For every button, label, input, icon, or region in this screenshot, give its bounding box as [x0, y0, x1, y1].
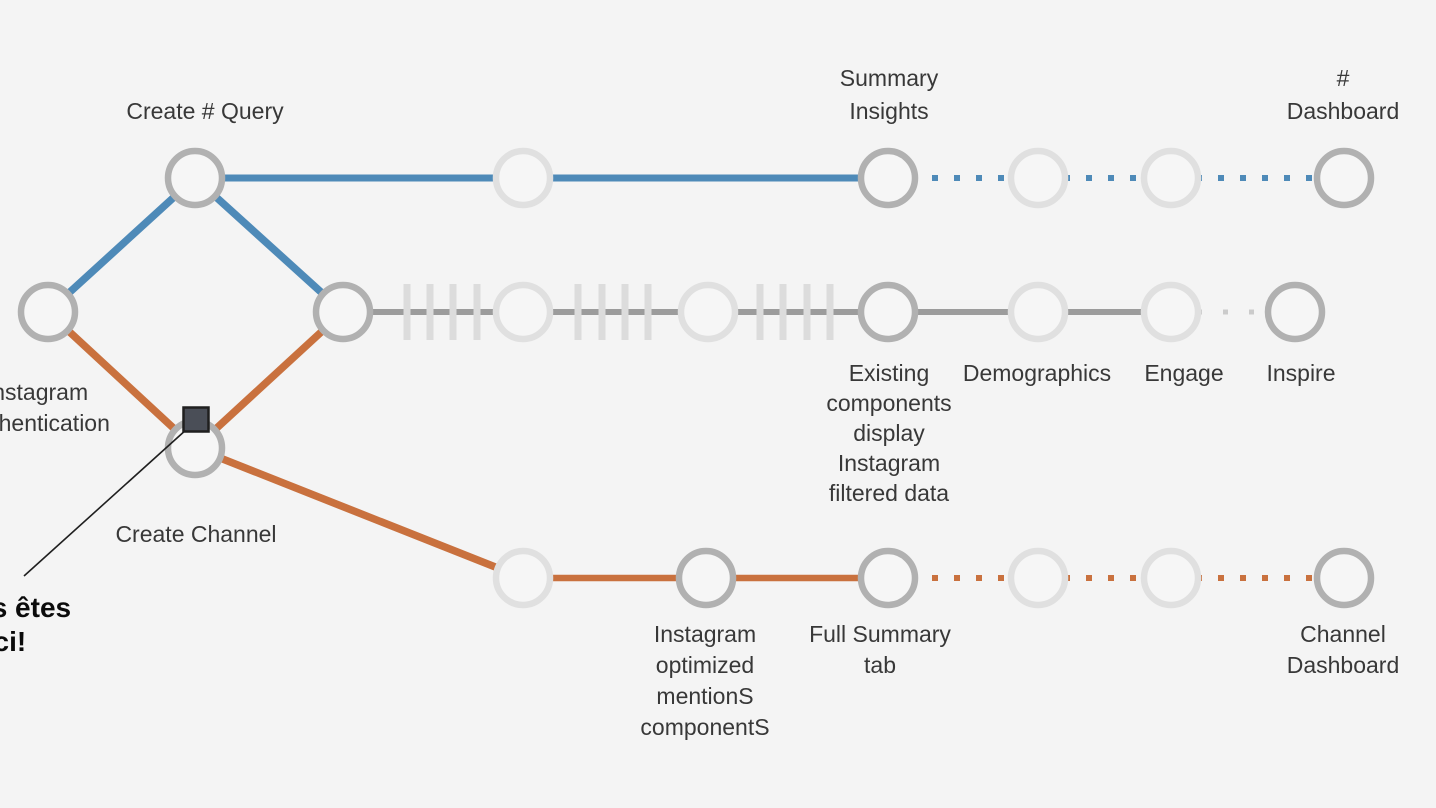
label-channel-dashboard: Channel Dashboard: [1286, 621, 1400, 678]
node-create-hash-query[interactable]: [164, 147, 226, 209]
node-channel-step-5[interactable]: [1007, 547, 1069, 609]
feed-progress-ticks: [403, 284, 834, 340]
node-feed-start[interactable]: [312, 281, 374, 343]
node-existing-components[interactable]: [857, 281, 919, 343]
you-are-here-pointer-line: [23, 428, 188, 577]
label-hash-dashboard: # Dashboard: [1286, 65, 1400, 124]
edge-create-channel-down: [193, 444, 525, 582]
node-hash-dashboard[interactable]: [1313, 147, 1375, 209]
edge-create-query-to-feed-start: [192, 175, 346, 315]
node-instagram-authentication[interactable]: [17, 281, 79, 343]
label-summary-insights: Summary Insights: [839, 65, 939, 124]
edge-auth-to-create-channel: [45, 309, 198, 451]
node-engage[interactable]: [1140, 281, 1202, 343]
node-channel-step-6[interactable]: [1140, 547, 1202, 609]
node-channel-step-2[interactable]: [492, 547, 554, 609]
node-summary-insights[interactable]: [857, 147, 919, 209]
node-hash-step-2[interactable]: [492, 147, 554, 209]
edge-create-channel-to-feed-start: [192, 309, 346, 451]
node-feed-step-2[interactable]: [492, 281, 554, 343]
label-full-summary-tab: Full Summary tab: [809, 621, 951, 678]
edge-auth-to-create-query: [45, 175, 198, 315]
node-inspire[interactable]: [1264, 281, 1326, 343]
node-instagram-optimized-mentions[interactable]: [675, 547, 737, 609]
node-demographics[interactable]: [1007, 281, 1069, 343]
label-engage: Engage: [1144, 360, 1224, 386]
label-create-hash-query: Create # Query: [126, 98, 284, 124]
label-instagram-authentication: Instagram Authentication: [0, 379, 110, 436]
label-demographics: Demographics: [962, 360, 1112, 386]
node-feed-step-3[interactable]: [677, 281, 739, 343]
current-position-marker: [182, 406, 210, 433]
node-hash-step-5[interactable]: [1140, 147, 1202, 209]
node-hash-step-4[interactable]: [1007, 147, 1069, 209]
label-inspire: Inspire: [1266, 360, 1336, 386]
label-you-are-here: Vous êtes ici!: [0, 592, 72, 657]
node-channel-dashboard[interactable]: [1313, 547, 1375, 609]
label-create-channel: Create Channel: [115, 521, 277, 547]
node-full-summary-tab[interactable]: [857, 547, 919, 609]
label-existing-components: Existing components display Instagram fi…: [826, 360, 952, 506]
label-instagram-optimized-mentions: Instagram optimized mentionS componentS: [640, 621, 770, 740]
